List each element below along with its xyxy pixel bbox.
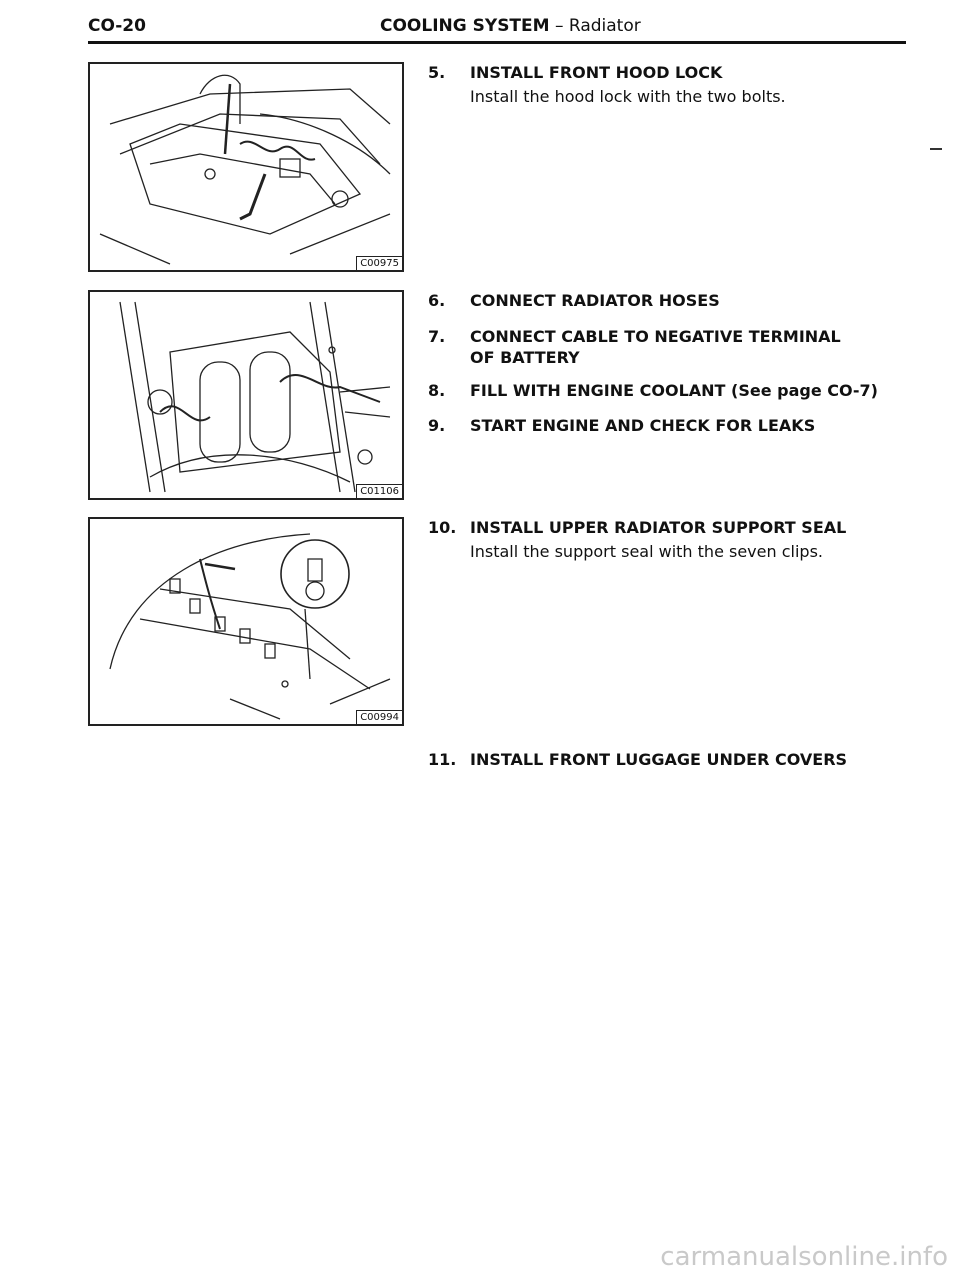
step-number: 11. [428, 750, 457, 769]
radiator-hoses-illustration: C01106 [88, 290, 404, 500]
subsection-name: Radiator [568, 16, 641, 36]
figure-code: C00994 [356, 710, 402, 724]
step-title: START ENGINE AND CHECK FOR LEAKS [470, 416, 816, 435]
step-title: INSTALL UPPER RADIATOR SUPPORT SEAL [470, 518, 847, 537]
support-seal-drawing [109, 533, 391, 720]
step-number: 6. [428, 291, 446, 310]
step-number: 5. [428, 63, 446, 82]
step-body: Install the hood lock with the two bolts… [470, 87, 786, 106]
step-11: 11. INSTALL FRONT LUGGAGE UNDER COVERS [428, 749, 898, 770]
title-separator: – [549, 16, 569, 36]
hood-lock-illustration: C00975 [88, 62, 404, 272]
page-number: CO-20 [88, 16, 146, 36]
step-7: 7. CONNECT CABLE TO NEGATIVE TERMINAL OF… [428, 326, 868, 368]
step-title: CONNECT CABLE TO NEGATIVE TERMINAL OF BA… [470, 327, 841, 367]
step-title: CONNECT RADIATOR HOSES [470, 291, 720, 310]
support-seal-illustration: C00994 [88, 517, 404, 726]
header-rule [88, 41, 906, 44]
step-8: 8. FILL WITH ENGINE COOLANT (See page CO… [428, 380, 898, 401]
step-body: Install the support seal with the seven … [470, 542, 823, 561]
step-6: 6. CONNECT RADIATOR HOSES [428, 290, 898, 311]
stray-mark [930, 148, 942, 150]
figure-code: C00975 [356, 256, 402, 270]
step-9: 9. START ENGINE AND CHECK FOR LEAKS [428, 415, 898, 436]
step-number: 8. [428, 381, 446, 400]
section-title: COOLING SYSTEM – Radiator [380, 16, 641, 36]
step-title: INSTALL FRONT LUGGAGE UNDER COVERS [470, 750, 848, 769]
step-5: 5. INSTALL FRONT HOOD LOCK Install the h… [428, 62, 898, 107]
watermark: carmanualsonline.info [660, 1242, 948, 1272]
step-number: 9. [428, 416, 446, 435]
radiator-hoses-drawing [119, 301, 391, 493]
step-title: INSTALL FRONT HOOD LOCK [470, 63, 723, 82]
step-number: 7. [428, 327, 446, 346]
step-title: FILL WITH ENGINE COOLANT (See page CO-7) [470, 381, 878, 400]
hood-lock-drawing [99, 74, 391, 265]
figure-code: C01106 [356, 484, 402, 498]
page-header: CO-20 COOLING SYSTEM – Radiator [0, 0, 960, 48]
step-number: 10. [428, 518, 457, 537]
section-name: COOLING SYSTEM [380, 16, 550, 36]
step-10: 10. INSTALL UPPER RADIATOR SUPPORT SEAL … [428, 517, 898, 562]
